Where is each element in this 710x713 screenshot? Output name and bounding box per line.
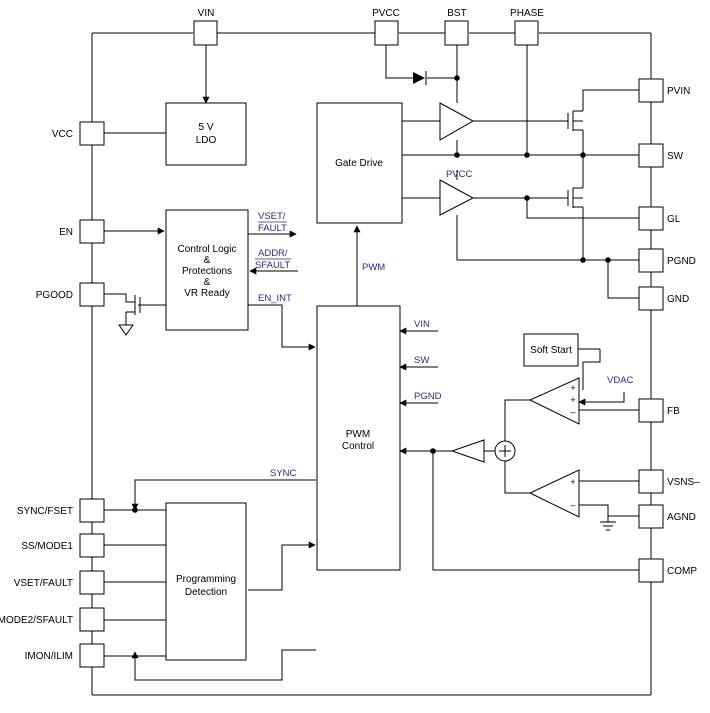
ldo-label-1: 5 V xyxy=(198,122,213,133)
signal-vin: VIN xyxy=(414,319,430,330)
signal-overbars xyxy=(255,221,291,260)
pin-comp: COMP xyxy=(638,558,697,583)
programming-label-1: Programming xyxy=(176,574,236,585)
pin-fb: FB xyxy=(638,398,680,423)
low-side-buffer xyxy=(439,179,475,216)
signal-pvcc: PVCC xyxy=(446,169,473,180)
pin-agnd: AGND xyxy=(638,504,696,529)
ldo-label-2: LDO xyxy=(196,135,217,146)
control-logic-label-3: Protections xyxy=(182,266,232,277)
fb-amp-plus-1: + xyxy=(570,383,575,393)
gate-drive-block: Gate Drive xyxy=(316,102,403,224)
control-logic-label-1: Control Logic xyxy=(178,244,237,255)
pwm-control-label-2: Control xyxy=(342,441,374,452)
signal-labels: VSET/ FAULT ADDR/ SFAULT EN_INT PWM PVCC… xyxy=(255,169,634,479)
pin-label-vcc: VCC xyxy=(52,129,73,140)
pin-sync-fset: SYNC/FSET xyxy=(17,498,105,523)
pin-label-ss-mode1: SS/MODE1 xyxy=(21,541,73,552)
pin-label-gl: GL xyxy=(667,214,681,225)
pin-label-gnd: GND xyxy=(667,294,689,305)
pin-label-vin: VIN xyxy=(198,8,215,19)
pin-label-bst: BST xyxy=(447,8,466,19)
pin-pvcc: PVCC xyxy=(372,8,400,46)
pin-mode2-sfault: MODE2/SFAULT xyxy=(0,607,105,632)
programming-detection-block: Programming Detection xyxy=(165,502,247,661)
pin-label-pgnd: PGND xyxy=(667,256,696,267)
pin-label-sync-fset: SYNC/FSET xyxy=(17,506,73,517)
pin-gl: GL xyxy=(638,206,681,231)
summing-junction xyxy=(494,440,516,462)
control-logic-label-2: & xyxy=(204,255,211,266)
pin-label-vset-fault: VSET/FAULT xyxy=(14,578,73,589)
programming-label-2: Detection xyxy=(185,587,227,598)
agnd-ground-symbol xyxy=(600,521,616,531)
gate-drive-label: Gate Drive xyxy=(335,158,383,169)
signal-pwm: PWM xyxy=(362,262,385,273)
control-logic-block: Control Logic & Protections & VR Ready xyxy=(165,209,249,331)
soft-start-block: Soft Start xyxy=(523,333,579,367)
pin-en: EN xyxy=(59,219,105,244)
pin-label-imon-ilim: IMON/ILIM xyxy=(25,651,73,662)
pin-label-vsns-minus: VSNS– xyxy=(667,477,700,488)
pin-label-pvin: PVIN xyxy=(667,86,690,97)
pgood-ground-symbol xyxy=(118,324,134,336)
signal-pgnd: PGND xyxy=(414,391,442,402)
vsns-amp-plus: + xyxy=(570,477,575,487)
comp-buffer xyxy=(450,439,485,463)
signal-sw: SW xyxy=(414,355,429,366)
pin-label-pvcc: PVCC xyxy=(372,8,400,19)
vsns-amp-minus: – xyxy=(570,500,575,510)
soft-start-label: Soft Start xyxy=(530,345,572,356)
pin-label-comp: COMP xyxy=(667,566,697,577)
pin-label-en: EN xyxy=(59,227,73,238)
pwm-control-block: PWM Control xyxy=(316,305,401,571)
pgood-mosfet xyxy=(126,295,141,315)
pin-vcc: VCC xyxy=(52,121,105,146)
pin-pgnd: PGND xyxy=(638,248,696,273)
pin-label-fb: FB xyxy=(667,406,680,417)
pin-pgood: PGOOD xyxy=(36,282,105,307)
signal-addr-sfault-2: SFAULT xyxy=(255,260,290,271)
pin-imon-ilim: IMON/ILIM xyxy=(25,643,105,668)
pin-label-phase: PHASE xyxy=(510,8,544,19)
vsns-amplifier: + – xyxy=(528,469,580,518)
pwm-control-label-1: PWM xyxy=(346,429,370,440)
junction-dots xyxy=(132,75,611,513)
signal-vset-fault-1: VSET/ xyxy=(258,211,286,222)
ldo-block: 5 V LDO xyxy=(165,102,247,166)
control-logic-label-4: & xyxy=(204,277,211,288)
pin-vin: VIN xyxy=(193,8,218,46)
pin-label-agnd: AGND xyxy=(667,512,696,523)
fb-amp-minus: – xyxy=(570,407,575,417)
pin-label-mode2-sfault: MODE2/SFAULT xyxy=(0,615,73,626)
pin-label-sw: SW xyxy=(667,151,684,162)
pin-sw: SW xyxy=(638,143,684,168)
high-side-mosfet xyxy=(567,110,583,131)
signal-addr-sfault-1: ADDR/ xyxy=(258,248,288,259)
fb-error-amplifier: + + – xyxy=(528,377,580,425)
signal-sync: SYNC xyxy=(270,468,297,479)
bootstrap-diode xyxy=(413,71,427,85)
pin-gnd: GND xyxy=(638,286,689,311)
pin-vset-fault: VSET/FAULT xyxy=(14,570,105,595)
signal-vset-fault-2: FAULT xyxy=(258,223,287,234)
pin-label-pgood: PGOOD xyxy=(36,290,73,301)
low-side-mosfet xyxy=(567,187,583,208)
pin-ss-mode1: SS/MODE1 xyxy=(21,533,105,558)
signal-en-int: EN_INT xyxy=(258,293,292,304)
signal-vdac: VDAC xyxy=(607,375,634,386)
pin-pvin: PVIN xyxy=(638,78,690,103)
fb-amp-plus-2: + xyxy=(570,395,575,405)
control-logic-label-5: VR Ready xyxy=(184,288,230,299)
pin-bst: BST xyxy=(444,8,469,46)
pin-vsns-minus: VSNS– xyxy=(638,469,700,494)
wires xyxy=(104,45,639,681)
high-side-buffer xyxy=(439,102,475,141)
pin-phase: PHASE xyxy=(510,8,544,46)
